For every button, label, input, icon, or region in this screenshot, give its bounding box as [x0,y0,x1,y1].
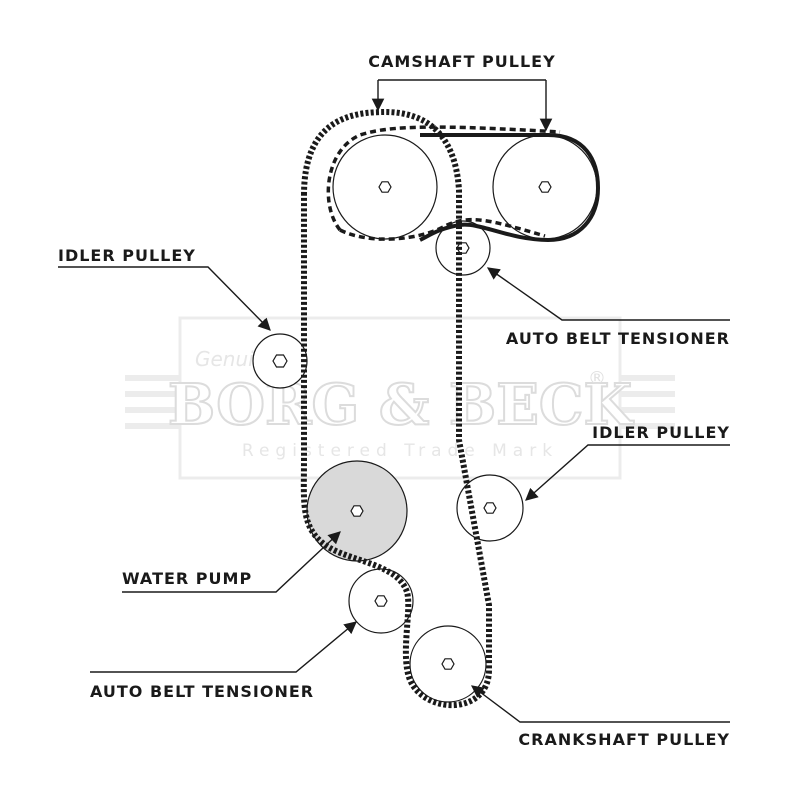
camshaft-inner-belt [326,125,561,232]
label-auto-belt-tensioner-bottom: AUTO BELT TENSIONER [90,682,314,701]
watermark-bars-left [125,375,180,429]
leader-lines [58,79,730,723]
camshaft-drive-belt [419,133,601,243]
hub-water-pump [350,505,364,517]
hub-idler-right [483,502,497,514]
hub-camshaft-right [538,181,552,193]
label-camshaft-pulley: CAMSHAFT PULLEY [368,52,555,71]
label-idler-pulley-left: IDLER PULLEY [58,246,196,265]
label-auto-belt-tensioner-top: AUTO BELT TENSIONER [506,329,730,348]
leader-tensioner-top [486,267,730,321]
hub-tensioner-bottom [374,595,388,607]
watermark-brand: BORG & BECK [168,372,635,438]
watermark-subtitle: Registered Trade Mark [242,441,558,461]
leader-idler-right [525,444,730,501]
watermark-bars-right [620,375,675,429]
timing-belt [300,109,492,709]
leader-idler-left [58,266,271,331]
camshaft-lower-dashed [339,217,546,241]
hub-crankshaft [441,658,455,670]
hub-camshaft-left [378,181,392,193]
leader-water-pump [122,531,341,593]
leader-crankshaft [470,685,730,723]
hub-idler-left [272,354,288,368]
watermark: Genuine BORG & BECK ® Registered Trade M… [125,316,675,480]
watermark-registered: ® [588,368,606,389]
watermark-frame [178,316,622,480]
label-water-pump: WATER PUMP [122,569,252,588]
leader-tensioner-bottom [90,621,357,673]
pulley-hubs [272,181,552,670]
label-idler-pulley-right: IDLER PULLEY [592,423,730,442]
label-crankshaft-pulley: CRANKSHAFT PULLEY [518,730,730,749]
